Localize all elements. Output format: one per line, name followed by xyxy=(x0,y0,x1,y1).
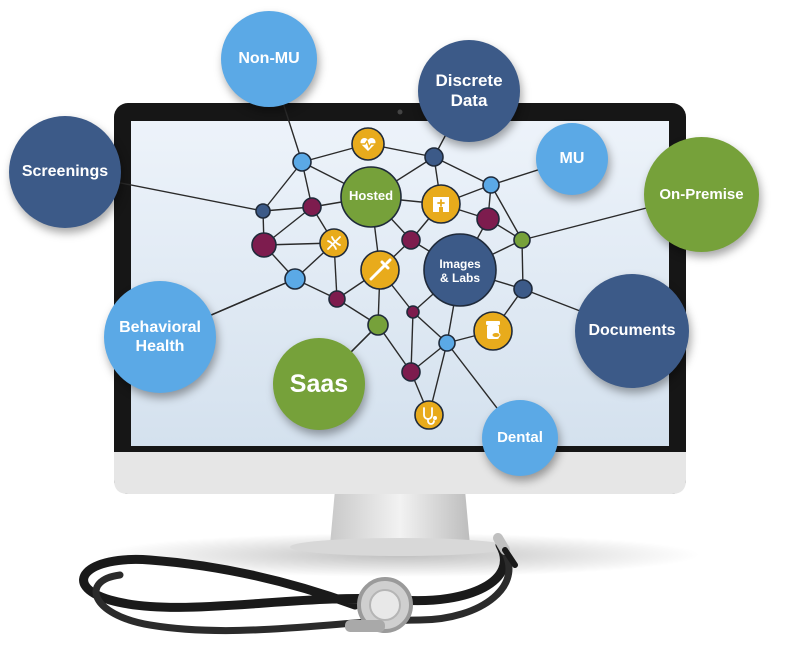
network-edge xyxy=(490,184,523,241)
icon-node xyxy=(414,400,444,430)
network-node xyxy=(476,207,500,231)
bubble-label: MU xyxy=(559,150,585,168)
bubble-dental: Dental xyxy=(482,400,558,476)
bubble-label: Non-MU xyxy=(238,50,300,68)
monitor-chin xyxy=(114,452,686,494)
network-edge xyxy=(410,311,414,373)
hub-label-images-labs: Images & Labs xyxy=(439,256,481,285)
bubble-saas: Saas xyxy=(273,338,365,430)
network-node xyxy=(482,176,500,194)
monitor-base xyxy=(290,538,510,556)
network-node xyxy=(302,197,322,217)
network-node xyxy=(401,362,421,382)
dna-icon xyxy=(327,236,341,250)
bubble-screenings: Screenings xyxy=(9,116,121,228)
network-edge xyxy=(433,156,492,186)
bubble-non-mu: Non-MU xyxy=(221,11,317,107)
pill-bottle-icon xyxy=(486,321,501,339)
network-edge xyxy=(262,161,303,212)
network-node xyxy=(292,152,312,172)
network-node xyxy=(401,230,421,250)
network-node xyxy=(406,305,420,319)
bubble-behavioral-health: Behavioral Health xyxy=(104,281,216,393)
stethoscope-icon xyxy=(423,407,437,425)
monitor-stand xyxy=(330,490,470,545)
syringe-icon xyxy=(369,258,392,281)
network-nodes xyxy=(251,127,533,430)
network-node xyxy=(424,147,444,167)
network-node xyxy=(367,314,389,336)
webcam-dot xyxy=(397,109,403,115)
bubble-label: On-Premise xyxy=(659,185,744,203)
hospital-icon xyxy=(433,197,449,212)
network-node xyxy=(513,279,533,299)
hub-label-hosted: Hosted xyxy=(348,188,394,204)
network-node xyxy=(513,231,531,249)
bubble-label: Saas xyxy=(289,370,349,398)
bubble-label: Documents xyxy=(588,322,676,340)
bubble-label: Discrete Data xyxy=(435,70,503,110)
bubble-documents: Documents xyxy=(575,274,689,388)
bubble-discrete-data: Discrete Data xyxy=(418,40,520,142)
stethoscope-illustration xyxy=(79,533,518,635)
hub-node xyxy=(340,166,402,228)
bubble-on-premise: On-Premise xyxy=(644,137,759,252)
network-node xyxy=(328,290,346,308)
hub-node xyxy=(423,233,497,307)
bubble-label: Dental xyxy=(497,429,543,446)
network-node xyxy=(251,232,277,258)
bubble-label: Screenings xyxy=(21,163,109,181)
network-node xyxy=(255,203,271,219)
bubble-label: Behavioral Health xyxy=(119,318,201,355)
network-node xyxy=(438,334,456,352)
heart-rate-icon xyxy=(358,137,378,151)
network-node xyxy=(284,268,306,290)
bubble-mu: MU xyxy=(536,123,608,195)
